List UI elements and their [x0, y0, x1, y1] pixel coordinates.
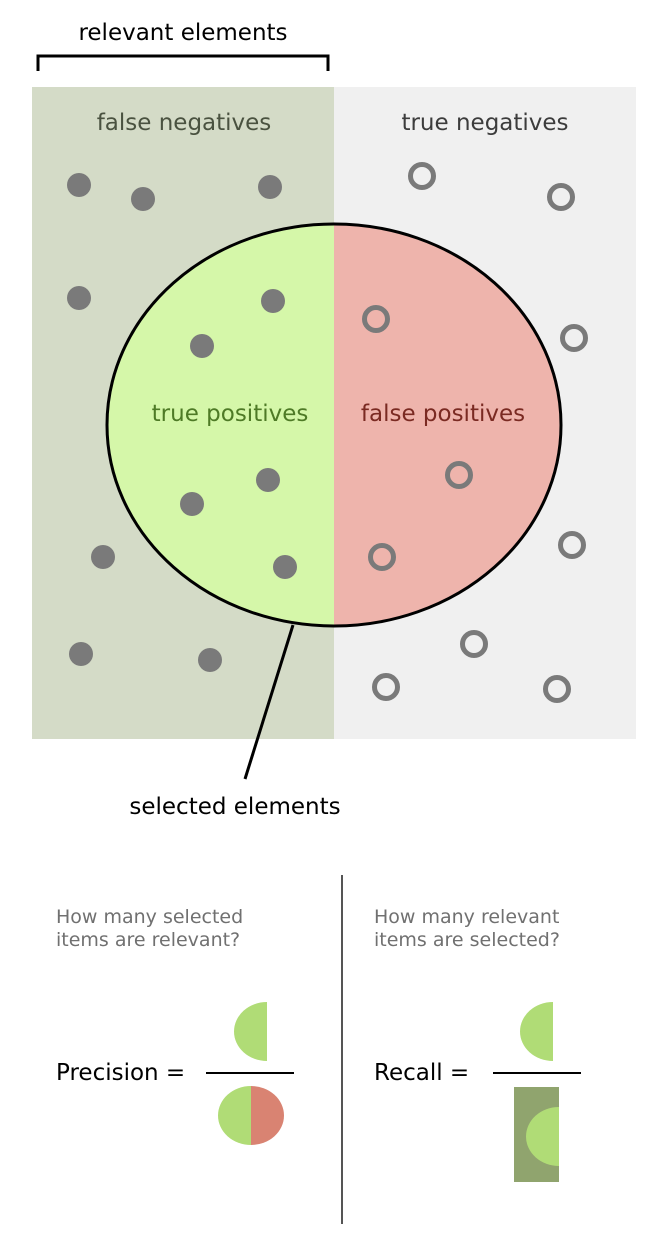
- precision-question-line2: items are relevant?: [56, 929, 240, 951]
- relevant-dot: [256, 468, 280, 492]
- relevant-dot: [261, 289, 285, 313]
- selected-elements-label: selected elements: [129, 794, 340, 820]
- relevant-dot: [131, 187, 155, 211]
- recall-numerator-icon: [520, 1002, 553, 1061]
- irrelevant-dot: [362, 305, 390, 333]
- true-positives-region: [107, 224, 334, 626]
- relevant-dot: [67, 173, 91, 197]
- true-negatives-label: true negatives: [401, 110, 568, 136]
- irrelevant-dot: [543, 675, 571, 703]
- false-positives-label: false positives: [361, 401, 525, 427]
- relevant-dot: [198, 648, 222, 672]
- irrelevant-dot: [368, 543, 396, 571]
- relevant-dot: [69, 642, 93, 666]
- precision-question-line1: How many selected: [56, 906, 243, 928]
- true-positives-label: true positives: [152, 401, 309, 427]
- selected-pointer-line: [243, 624, 295, 780]
- relevant-dot: [258, 175, 282, 199]
- relevant-dot: [273, 555, 297, 579]
- relevant-dot: [190, 334, 214, 358]
- precision-denominator-tp-icon: [218, 1086, 251, 1145]
- selection-ellipse: [105, 222, 563, 628]
- irrelevant-dot: [408, 162, 436, 190]
- irrelevant-dot: [372, 673, 400, 701]
- precision-numerator-icon: [234, 1002, 267, 1061]
- irrelevant-dot: [558, 531, 586, 559]
- irrelevant-dot: [445, 461, 473, 489]
- relevant-bracket: [36, 54, 330, 71]
- relevant-dot: [67, 286, 91, 310]
- irrelevant-dots: [362, 162, 588, 703]
- recall-question-line1: How many relevant: [374, 906, 559, 928]
- false-negatives-label: false negatives: [97, 110, 272, 136]
- irrelevant-dot: [460, 630, 488, 658]
- recall-denominator-tp-icon: [526, 1107, 559, 1166]
- precision-denominator-fp-icon: [251, 1086, 284, 1145]
- relevant-elements-label: relevant elements: [78, 20, 287, 46]
- relevant-dot: [180, 492, 204, 516]
- relevant-dots: [67, 173, 297, 672]
- recall-question-line2: items are selected?: [374, 929, 560, 951]
- precision-label: Precision =: [56, 1060, 185, 1086]
- irrelevant-dot: [547, 183, 575, 211]
- false-positives-region: [334, 224, 561, 626]
- relevant-dot: [91, 545, 115, 569]
- irrelevant-dot: [560, 324, 588, 352]
- recall-label: Recall =: [374, 1060, 469, 1086]
